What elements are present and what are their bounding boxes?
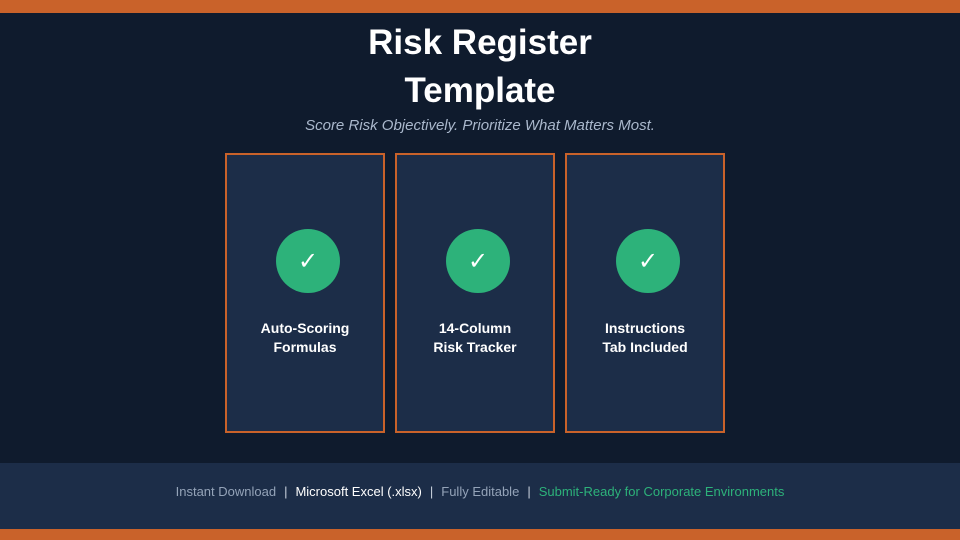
feature-card-label-line-1: Instructions [604, 320, 686, 336]
feature-card-label-line-1: Auto-Scoring [260, 320, 350, 336]
footer-separator: | [284, 484, 288, 499]
check-icon: ✓ [276, 229, 340, 293]
title-line-2: Template [404, 71, 556, 110]
feature-card-instructions: ✓ Instructions Tab Included [565, 153, 725, 433]
feature-card-label: 14-Column Risk Tracker [403, 319, 547, 357]
feature-card-label: Auto-Scoring Formulas [233, 319, 377, 357]
subtitle: Score Risk Objectively. Prioritize What … [305, 117, 655, 134]
check-icon: ✓ [446, 229, 510, 293]
feature-card-risk-tracker: ✓ 14-Column Risk Tracker [395, 153, 555, 433]
feature-card-label: Instructions Tab Included [573, 319, 717, 357]
title-line-1: Risk Register [368, 23, 592, 62]
footer-features: Instant Download | Microsoft Excel (.xlsx)… [0, 483, 960, 501]
feature-card-label-line-2: Formulas [273, 339, 337, 355]
bottom-accent-bar [0, 529, 960, 540]
footer-item-file-format: Microsoft Excel (.xlsx) [295, 484, 422, 499]
feature-card-label-line-2: Tab Included [602, 339, 688, 355]
feature-card-label-line-1: 14-Column [438, 320, 512, 336]
top-accent-bar [0, 0, 960, 13]
check-icon: ✓ [616, 229, 680, 293]
footer-separator: | [429, 484, 434, 499]
feature-card-label-line-2: Risk Tracker [433, 339, 517, 355]
footer-separator: | [527, 484, 531, 499]
footer-item-fully-editable: Fully Editable [441, 484, 520, 499]
page-title: Risk Register Template [0, 19, 960, 115]
footer-band [0, 463, 960, 529]
feature-card-auto-scoring: ✓ Auto-Scoring Formulas [225, 153, 385, 433]
footer-item-submit-ready: Submit-Ready for Corporate Environments [538, 484, 785, 499]
footer-item-instant-download: Instant Download [175, 484, 277, 499]
